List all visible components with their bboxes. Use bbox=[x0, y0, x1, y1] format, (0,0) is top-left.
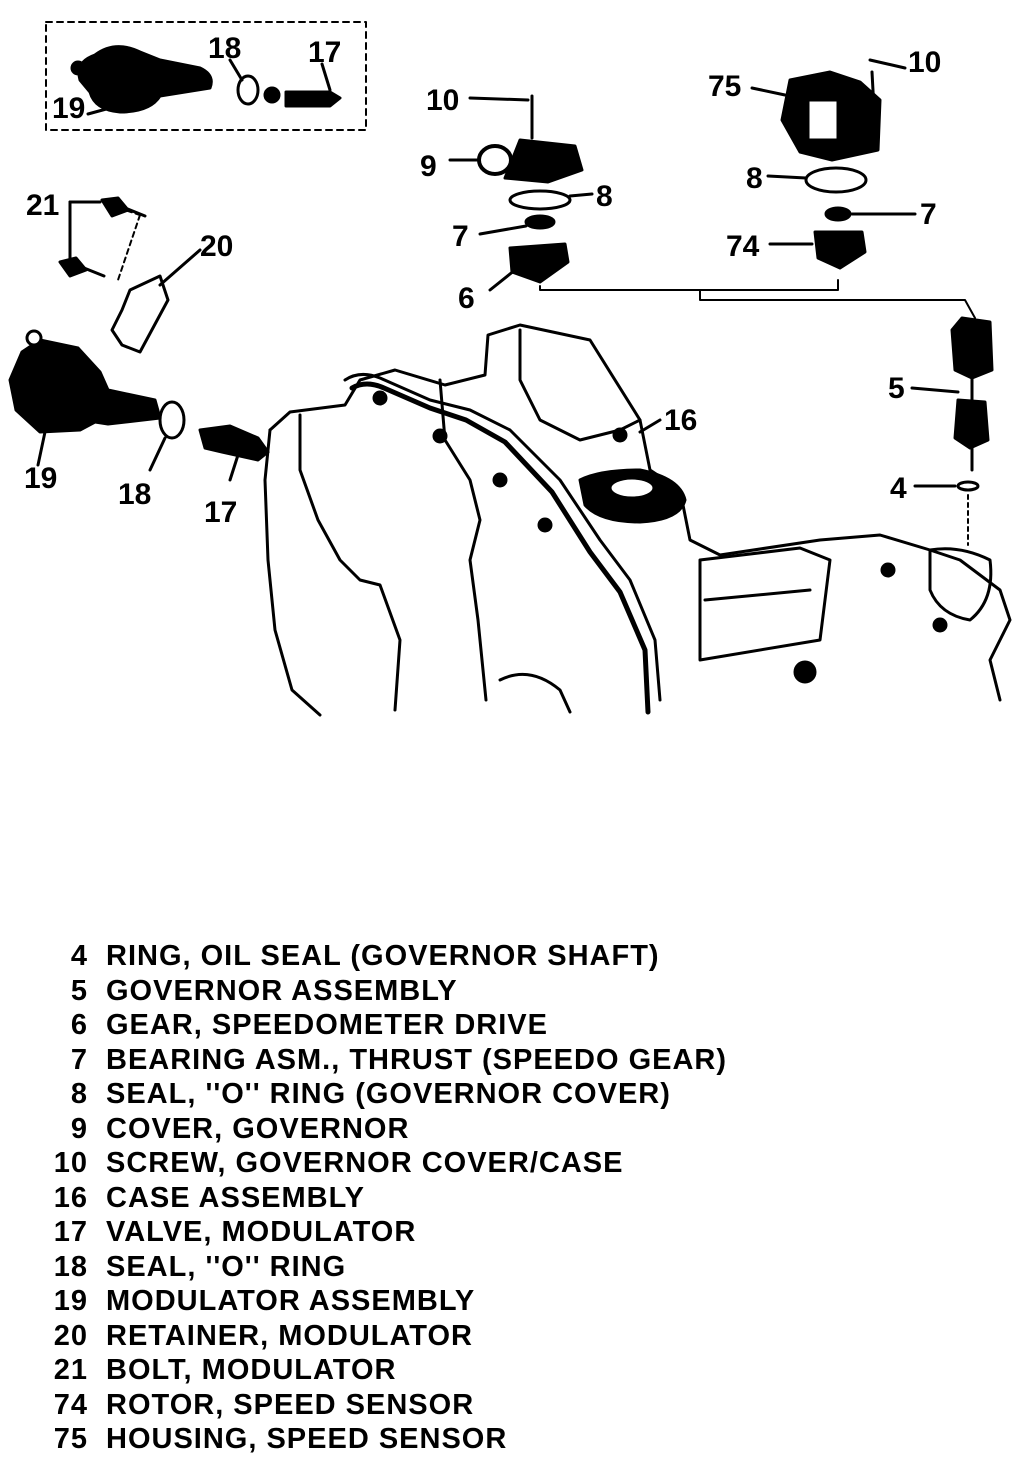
callout-7-cover: 7 bbox=[452, 220, 469, 253]
legend-item-number: 7 bbox=[70, 1043, 88, 1076]
legend-item: 5 GOVERNOR ASSEMBLY bbox=[30, 975, 990, 1010]
legend-item-number: 5 bbox=[70, 974, 88, 1007]
legend-item-description: GOVERNOR ASSEMBLY bbox=[106, 974, 458, 1007]
legend-item-number: 75 bbox=[53, 1423, 88, 1455]
legend-item-description: SEAL, ''O'' RING bbox=[106, 1250, 347, 1283]
legend-item-description: BEARING ASM., THRUST (SPEEDO GEAR) bbox=[106, 1043, 728, 1076]
exploded-parts-diagram: 18 17 19 10 9 8 7 6 75 10 8 7 74 21 20 5… bbox=[8, 21, 1012, 717]
legend-item: 10 SCREW, GOVERNOR COVER/CASE bbox=[30, 1147, 990, 1182]
inset-modulator-detail bbox=[45, 21, 367, 131]
callout-74: 74 bbox=[726, 230, 760, 263]
governor-assembly bbox=[910, 316, 994, 546]
callout-19: 19 bbox=[24, 462, 57, 495]
callout-8-cover: 8 bbox=[596, 180, 613, 213]
legend-item-description: RING, OIL SEAL (GOVERNOR SHAFT) bbox=[106, 940, 660, 972]
legend-item-description: HOUSING, SPEED SENSOR bbox=[106, 1423, 508, 1455]
callout-16: 16 bbox=[664, 404, 697, 437]
callout-8-sensor: 8 bbox=[746, 162, 763, 195]
callout-20: 20 bbox=[200, 230, 233, 263]
legend-item-description: RETAINER, MODULATOR bbox=[106, 1319, 473, 1352]
legend-item-number: 10 bbox=[53, 1147, 88, 1179]
legend-item: 4 RING, OIL SEAL (GOVERNOR SHAFT) bbox=[30, 940, 990, 975]
legend-item-number: 9 bbox=[70, 1112, 88, 1145]
callout-4: 4 bbox=[890, 472, 907, 505]
legend-item-number: 4 bbox=[70, 940, 88, 972]
callout-19-inset: 19 bbox=[52, 92, 85, 125]
legend-item-number: 16 bbox=[53, 1181, 88, 1214]
legend-item: 19 MODULATOR ASSEMBLY bbox=[30, 1285, 990, 1320]
legend-item-description: CASE ASSEMBLY bbox=[106, 1181, 366, 1214]
legend-item: 18 SEAL, ''O'' RING bbox=[30, 1251, 990, 1286]
legend-item: 20 RETAINER, MODULATOR bbox=[30, 1320, 990, 1355]
speed-sensor-stack bbox=[750, 58, 917, 270]
legend-item-number: 74 bbox=[53, 1388, 88, 1421]
legend-item: 21 BOLT, MODULATOR bbox=[30, 1354, 990, 1389]
callout-18-inset: 18 bbox=[208, 32, 241, 65]
legend-item-description: MODULATOR ASSEMBLY bbox=[106, 1285, 476, 1317]
bolt-and-retainer bbox=[58, 196, 202, 354]
legend-item-number: 18 bbox=[53, 1250, 88, 1283]
legend-item-number: 8 bbox=[70, 1078, 88, 1110]
callout-10-cover: 10 bbox=[426, 84, 459, 117]
legend-item-description: ROTOR, SPEED SENSOR bbox=[106, 1388, 475, 1421]
callout-6: 6 bbox=[458, 282, 475, 315]
governor-cover-stack bbox=[448, 94, 594, 292]
callout-17-inset: 17 bbox=[308, 36, 341, 69]
legend-item-description: COVER, GOVERNOR bbox=[106, 1112, 410, 1145]
callout-17: 17 bbox=[204, 496, 237, 529]
callout-labels: 18 17 19 10 9 8 7 6 75 10 8 7 74 21 20 5… bbox=[24, 32, 941, 529]
callout-75: 75 bbox=[708, 70, 741, 103]
callout-21: 21 bbox=[26, 189, 59, 222]
governor-connection-line bbox=[539, 279, 976, 319]
legend-item: 8 SEAL, ''O'' RING (GOVERNOR COVER) bbox=[30, 1078, 990, 1113]
legend-item: 9 COVER, GOVERNOR bbox=[30, 1113, 990, 1148]
callout-5: 5 bbox=[888, 372, 905, 405]
legend-item-description: SCREW, GOVERNOR COVER/CASE bbox=[106, 1147, 624, 1179]
legend-item: 75 HOUSING, SPEED SENSOR bbox=[30, 1423, 990, 1458]
legend-item: 74 ROTOR, SPEED SENSOR bbox=[30, 1389, 990, 1424]
modulator-assembly bbox=[8, 329, 270, 482]
callout-10-sensor: 10 bbox=[908, 46, 941, 79]
legend-item-description: VALVE, MODULATOR bbox=[106, 1216, 417, 1248]
callout-7-sensor: 7 bbox=[920, 198, 937, 231]
legend-item: 16 CASE ASSEMBLY bbox=[30, 1182, 990, 1217]
legend-item-number: 21 bbox=[53, 1354, 88, 1386]
legend-item: 6 GEAR, SPEEDOMETER DRIVE bbox=[30, 1009, 990, 1044]
legend-item-number: 19 bbox=[53, 1285, 88, 1317]
legend-item-number: 17 bbox=[53, 1216, 88, 1248]
legend-item: 17 VALVE, MODULATOR bbox=[30, 1216, 990, 1251]
callout-18: 18 bbox=[118, 478, 151, 511]
legend-item-number: 20 bbox=[53, 1319, 88, 1352]
legend-item-description: SEAL, ''O'' RING (GOVERNOR COVER) bbox=[106, 1078, 671, 1110]
parts-legend: 4 RING, OIL SEAL (GOVERNOR SHAFT) 5 GOVERNO… bbox=[30, 940, 990, 1458]
callout-9: 9 bbox=[420, 150, 437, 183]
legend-item-description: GEAR, SPEEDOMETER DRIVE bbox=[106, 1009, 548, 1041]
legend-item-description: BOLT, MODULATOR bbox=[106, 1354, 397, 1386]
case-assembly bbox=[263, 323, 1012, 717]
legend-item-number: 6 bbox=[70, 1009, 88, 1041]
legend-item: 7 BEARING ASM., THRUST (SPEEDO GEAR) bbox=[30, 1044, 990, 1079]
